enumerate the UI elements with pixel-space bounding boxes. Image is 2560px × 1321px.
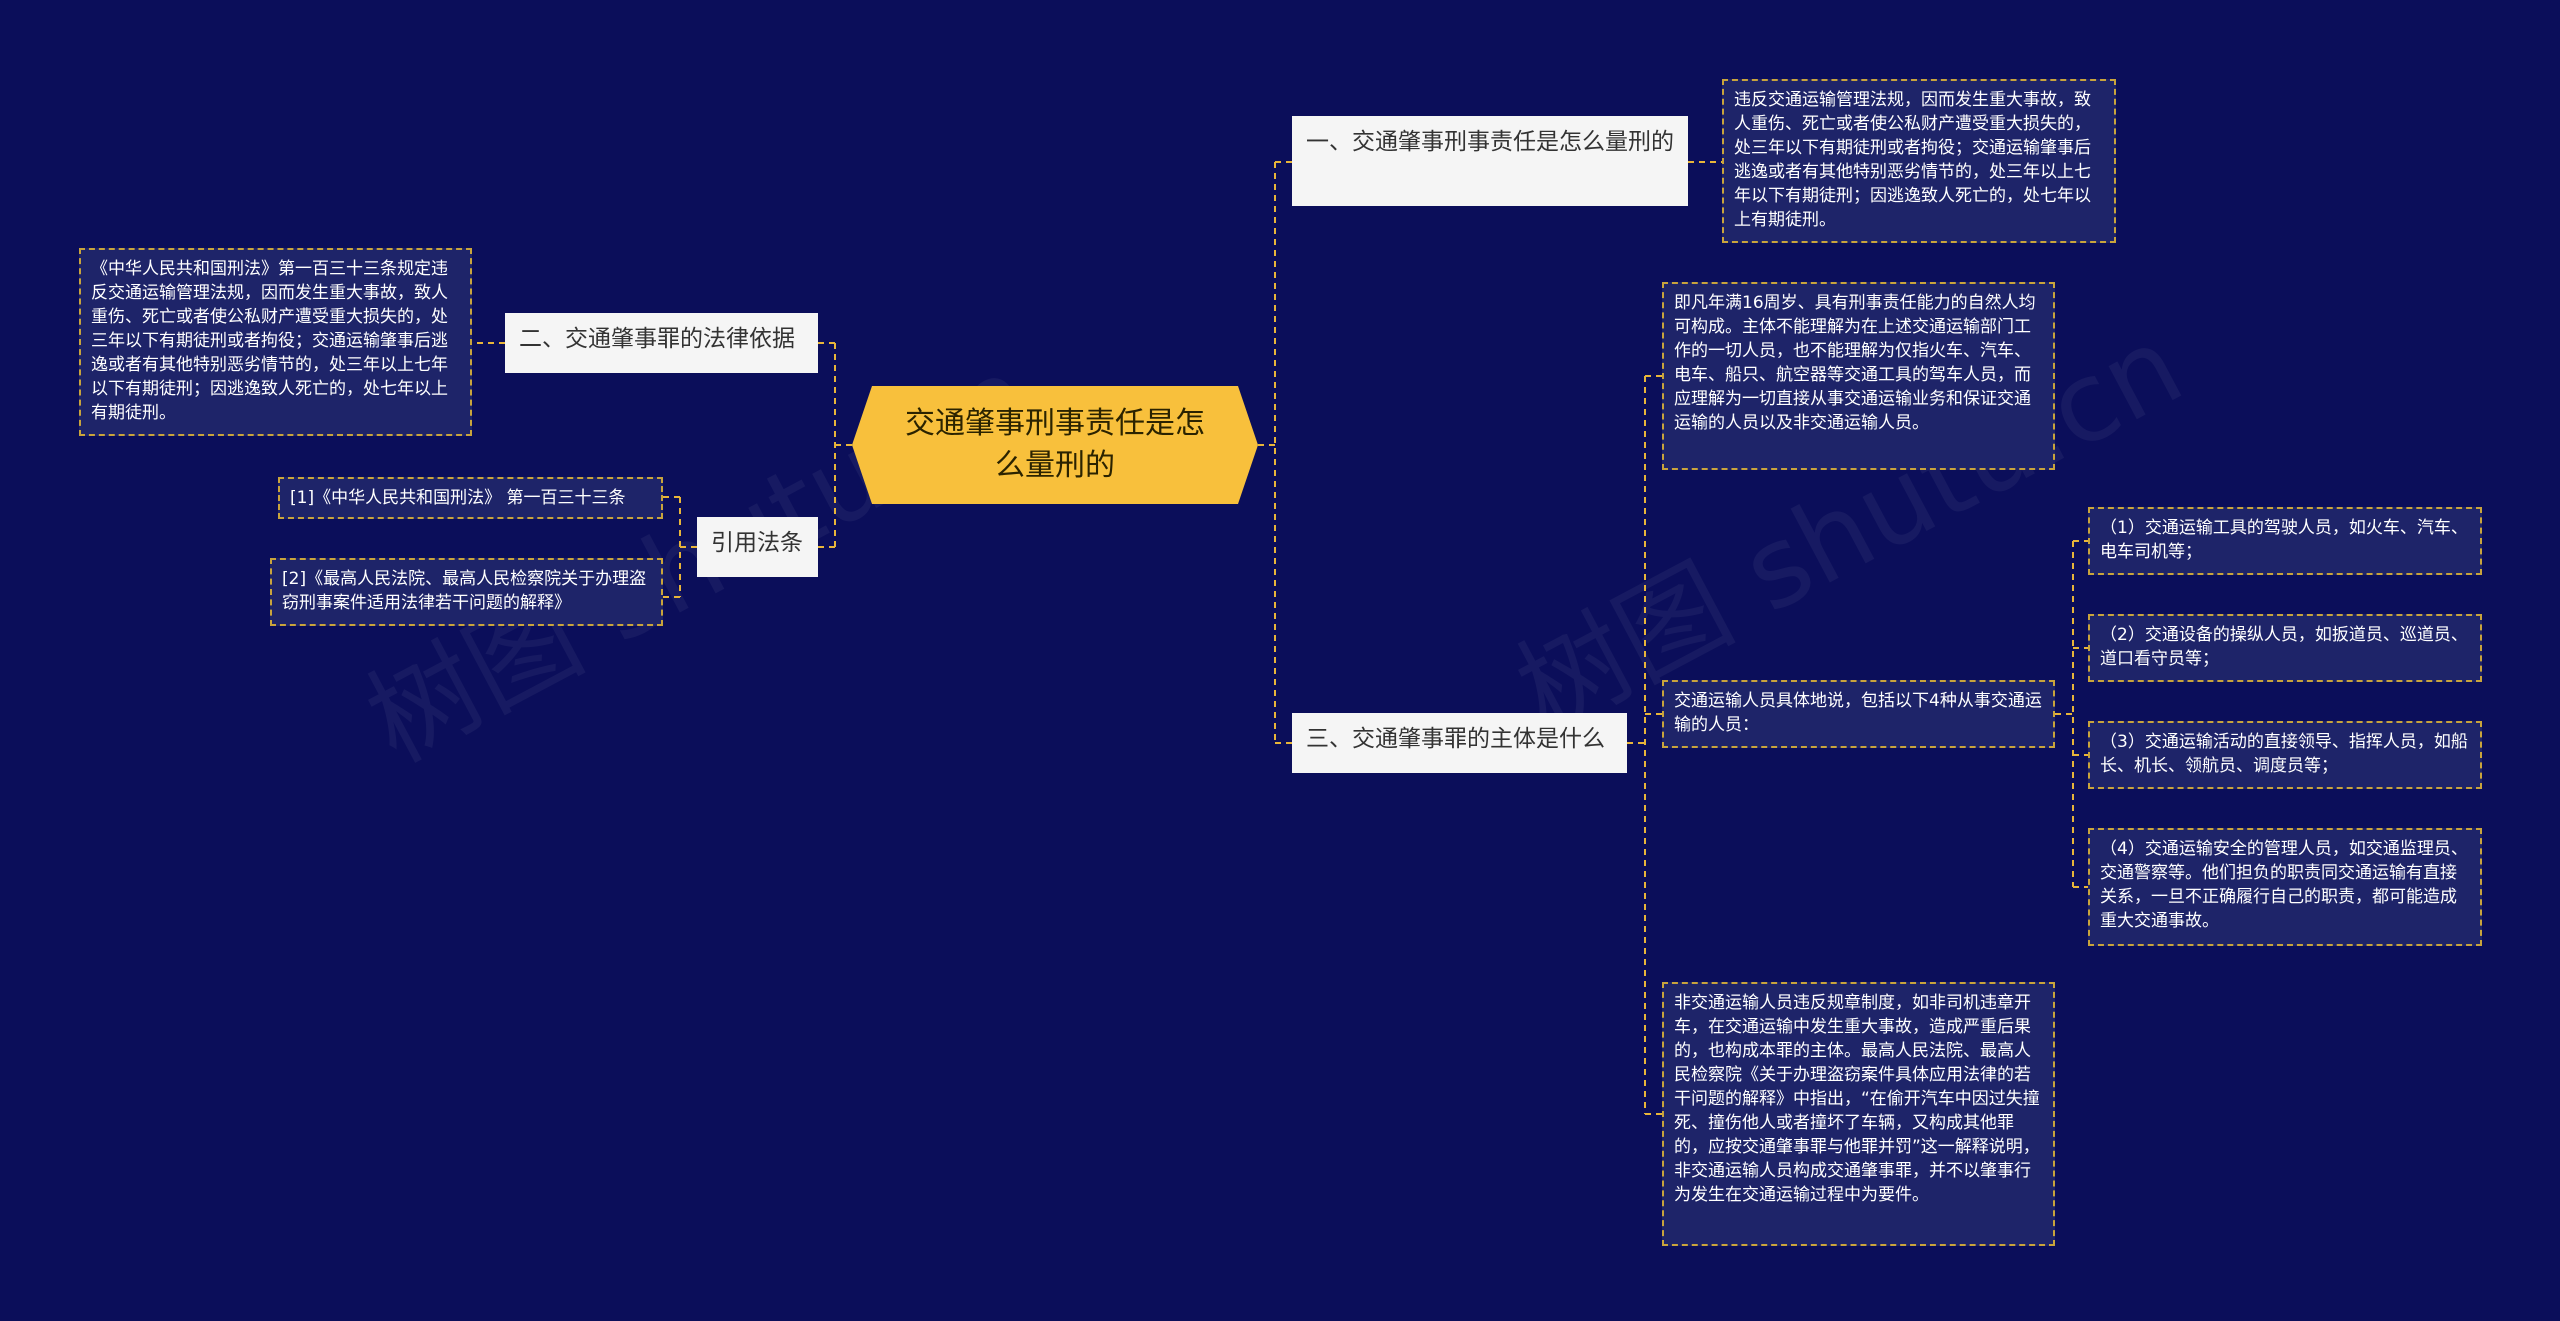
leaf-type-4[interactable]: （4）交通运输安全的管理人员，如交通监理员、交通警察等。他们担负的职责同交通运输… bbox=[2088, 828, 2482, 946]
leaf-subject-intro[interactable]: 即凡年满16周岁、具有刑事责任能力的自然人均可构成。主体不能理解为在上述交通运输… bbox=[1662, 282, 2055, 470]
branch-sentencing-label: 一、交通肇事刑事责任是怎么量刑的 bbox=[1306, 129, 1674, 155]
leaf-sentencing-text[interactable]: 违反交通运输管理法规，因而发生重大事故，致人重伤、死亡或者使公私财产遭受重大损失… bbox=[1722, 79, 2116, 243]
leaf-non-transport-personnel-content: 非交通运输人员违反规章制度，如非司机违章开车，在交通运输中发生重大事故，造成严重… bbox=[1674, 993, 2040, 1205]
leaf-citation-2[interactable]: [2]《最高人民法院、最高人民检察院关于办理盗窃刑事案件适用法律若干问题的解释》 bbox=[270, 558, 663, 626]
branch-cited-laws-label: 引用法条 bbox=[711, 530, 803, 556]
leaf-subject-types-intro-content: 交通运输人员具体地说，包括以下4种从事交通运输的人员： bbox=[1674, 691, 2042, 735]
leaf-type-2-content: （2）交通设备的操纵人员，如扳道员、巡道员、道口看守员等； bbox=[2100, 625, 2468, 669]
leaf-type-4-content: （4）交通运输安全的管理人员，如交通监理员、交通警察等。他们担负的职责同交通运输… bbox=[2100, 839, 2468, 931]
leaf-type-3[interactable]: （3）交通运输活动的直接领导、指挥人员，如船长、机长、领航员、调度员等； bbox=[2088, 721, 2482, 789]
branch-legal-basis[interactable]: 二、交通肇事罪的法律依据 bbox=[505, 313, 818, 373]
leaf-type-1[interactable]: （1）交通运输工具的驾驶人员，如火车、汽车、电车司机等； bbox=[2088, 507, 2482, 575]
leaf-subject-types-intro[interactable]: 交通运输人员具体地说，包括以下4种从事交通运输的人员： bbox=[1662, 680, 2055, 748]
leaf-non-transport-personnel[interactable]: 非交通运输人员违反规章制度，如非司机违章开车，在交通运输中发生重大事故，造成严重… bbox=[1662, 982, 2055, 1246]
root-topic-label: 交通肇事刑事责任是怎么量刑的 bbox=[905, 406, 1205, 483]
branch-crime-subject-label: 三、交通肇事罪的主体是什么 bbox=[1306, 726, 1605, 752]
connector-trunk-refs bbox=[679, 497, 697, 597]
leaf-citation-1-content: [1]《中华人民共和国刑法》 第一百三十三条 bbox=[290, 488, 626, 508]
branch-crime-subject[interactable]: 三、交通肇事罪的主体是什么 bbox=[1292, 713, 1627, 773]
branch-cited-laws[interactable]: 引用法条 bbox=[697, 517, 818, 577]
leaf-citation-1[interactable]: [1]《中华人民共和国刑法》 第一百三十三条 bbox=[278, 477, 663, 519]
branch-legal-basis-label: 二、交通肇事罪的法律依据 bbox=[519, 326, 795, 352]
root-topic[interactable]: 交通肇事刑事责任是怎么量刑的 bbox=[852, 386, 1258, 504]
leaf-legal-basis-text[interactable]: 《中华人民共和国刑法》第一百三十三条规定违反交通运输管理法规，因而发生重大事故，… bbox=[79, 248, 472, 436]
leaf-type-1-content: （1）交通运输工具的驾驶人员，如火车、汽车、电车司机等； bbox=[2100, 518, 2468, 562]
leaf-citation-2-content: [2]《最高人民法院、最高人民检察院关于办理盗窃刑事案件适用法律若干问题的解释》 bbox=[282, 569, 647, 613]
branch-sentencing[interactable]: 一、交通肇事刑事责任是怎么量刑的 bbox=[1292, 116, 1688, 206]
leaf-type-3-content: （3）交通运输活动的直接领导、指挥人员，如船长、机长、领航员、调度员等； bbox=[2100, 732, 2468, 776]
leaf-subject-intro-content: 即凡年满16周岁、具有刑事责任能力的自然人均可构成。主体不能理解为在上述交通运输… bbox=[1674, 293, 2036, 433]
leaf-legal-basis-text-content: 《中华人民共和国刑法》第一百三十三条规定违反交通运输管理法规，因而发生重大事故，… bbox=[91, 259, 448, 423]
leaf-sentencing-text-content: 违反交通运输管理法规，因而发生重大事故，致人重伤、死亡或者使公私财产遭受重大损失… bbox=[1734, 90, 2091, 230]
leaf-type-2[interactable]: （2）交通设备的操纵人员，如扳道员、巡道员、道口看守员等； bbox=[2088, 614, 2482, 682]
